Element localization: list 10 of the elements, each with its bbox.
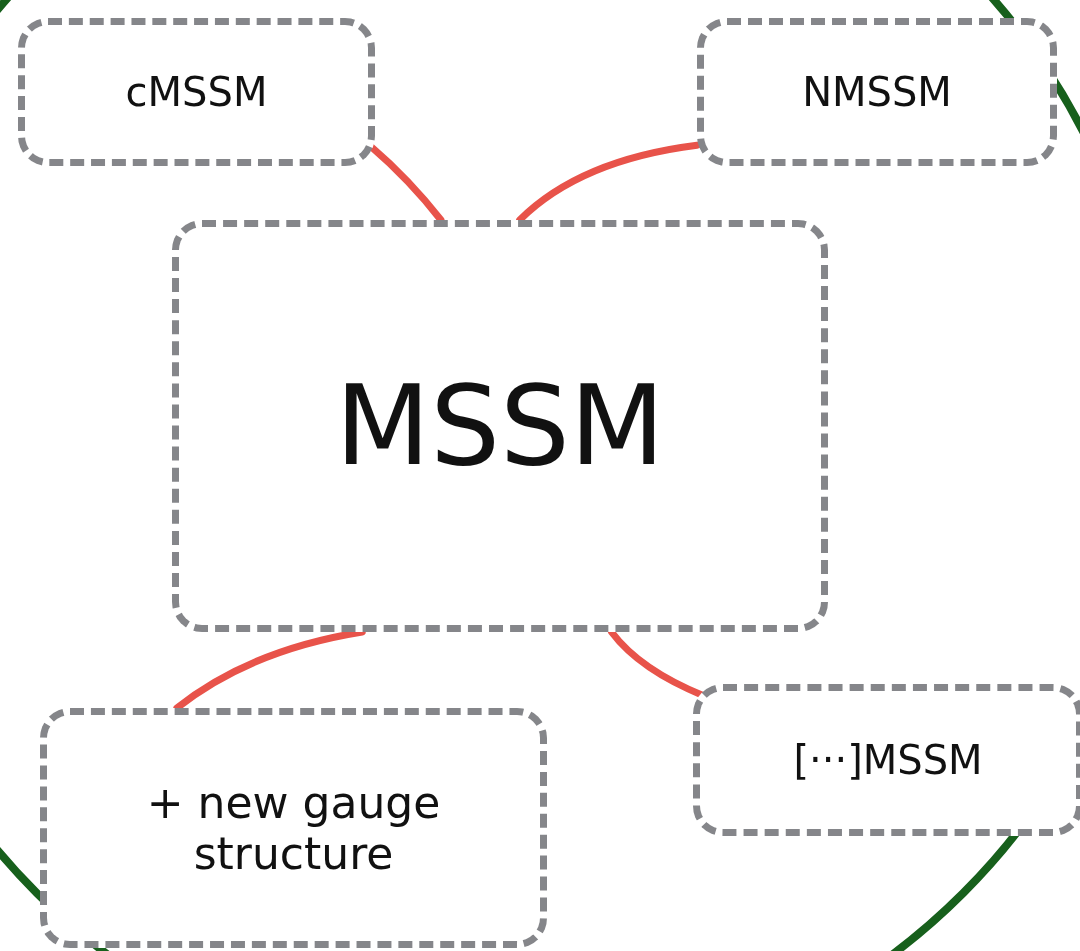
- node-label: [···]MSSM: [793, 737, 983, 783]
- rounded-box: [18, 18, 375, 166]
- node-label: NMSSM: [802, 69, 952, 115]
- node-label: + new gauge structure: [145, 777, 442, 879]
- rounded-box: [172, 220, 828, 632]
- rounded-box: [693, 684, 1080, 836]
- rounded-box: [40, 708, 547, 948]
- node-label: MSSM: [335, 362, 665, 490]
- node-label: cMSSM: [125, 69, 268, 115]
- rounded-box: [697, 18, 1057, 166]
